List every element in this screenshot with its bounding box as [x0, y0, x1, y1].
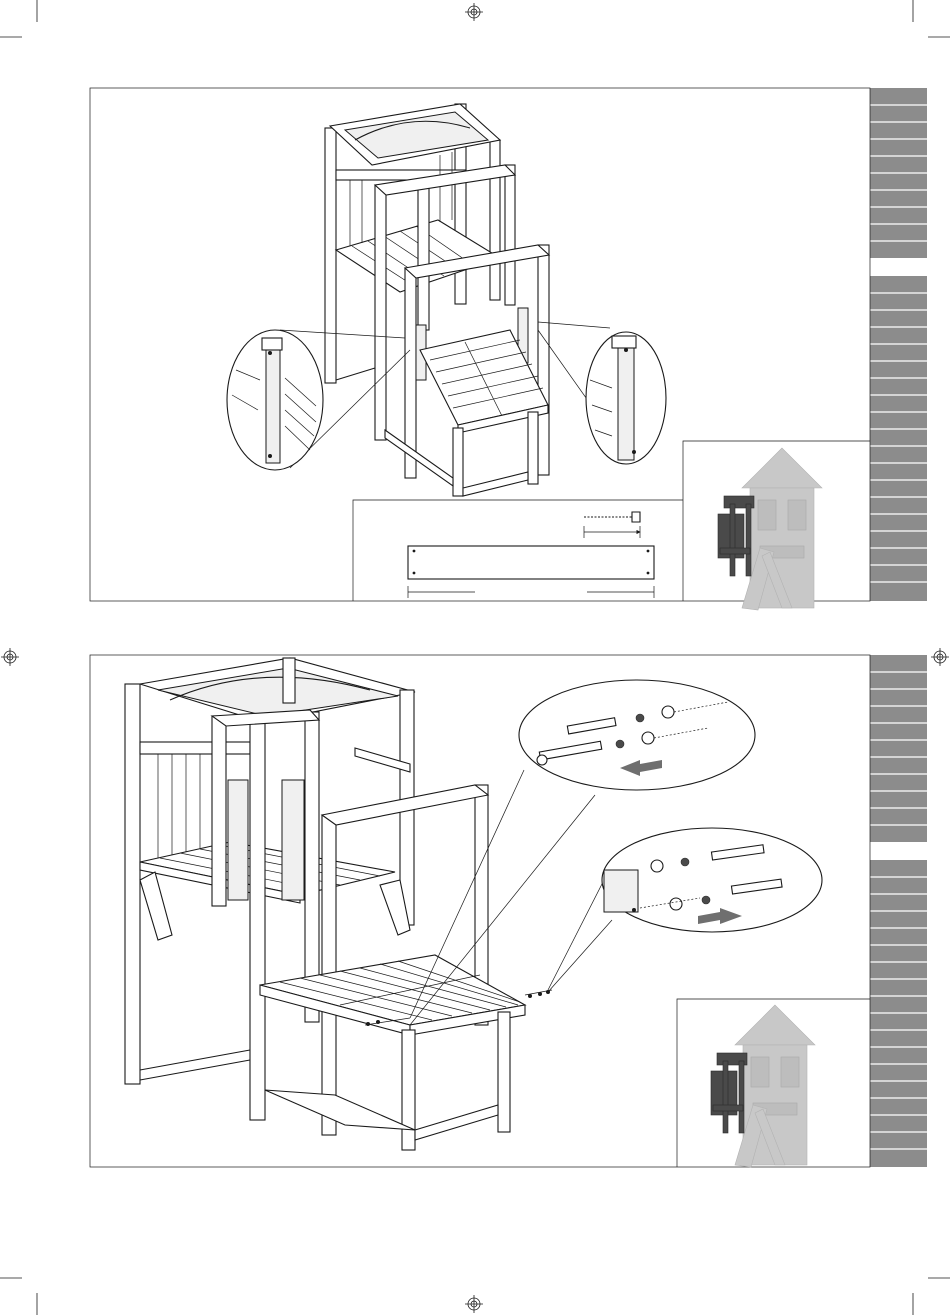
registration-mark-icon — [1, 648, 19, 666]
step-panel-top — [90, 88, 870, 610]
bolt-detail-right — [548, 828, 822, 992]
deck-bolting-illustration — [125, 658, 552, 1150]
overview-thumbnail — [677, 999, 870, 1167]
side-tab-strip-bottom — [870, 655, 927, 1167]
screw-icon — [584, 512, 640, 538]
overview-thumbnail — [683, 441, 870, 610]
right-post-detail — [538, 322, 666, 464]
platform-frame-illustration — [325, 104, 549, 496]
registration-mark-icon — [931, 648, 949, 666]
step-panel-bottom — [90, 655, 870, 1167]
parts-box — [353, 500, 683, 601]
registration-mark-icon — [465, 3, 483, 21]
wooden-board-part — [408, 546, 654, 598]
registration-mark-icon — [465, 1295, 483, 1313]
side-tab-strip-top — [870, 88, 927, 601]
